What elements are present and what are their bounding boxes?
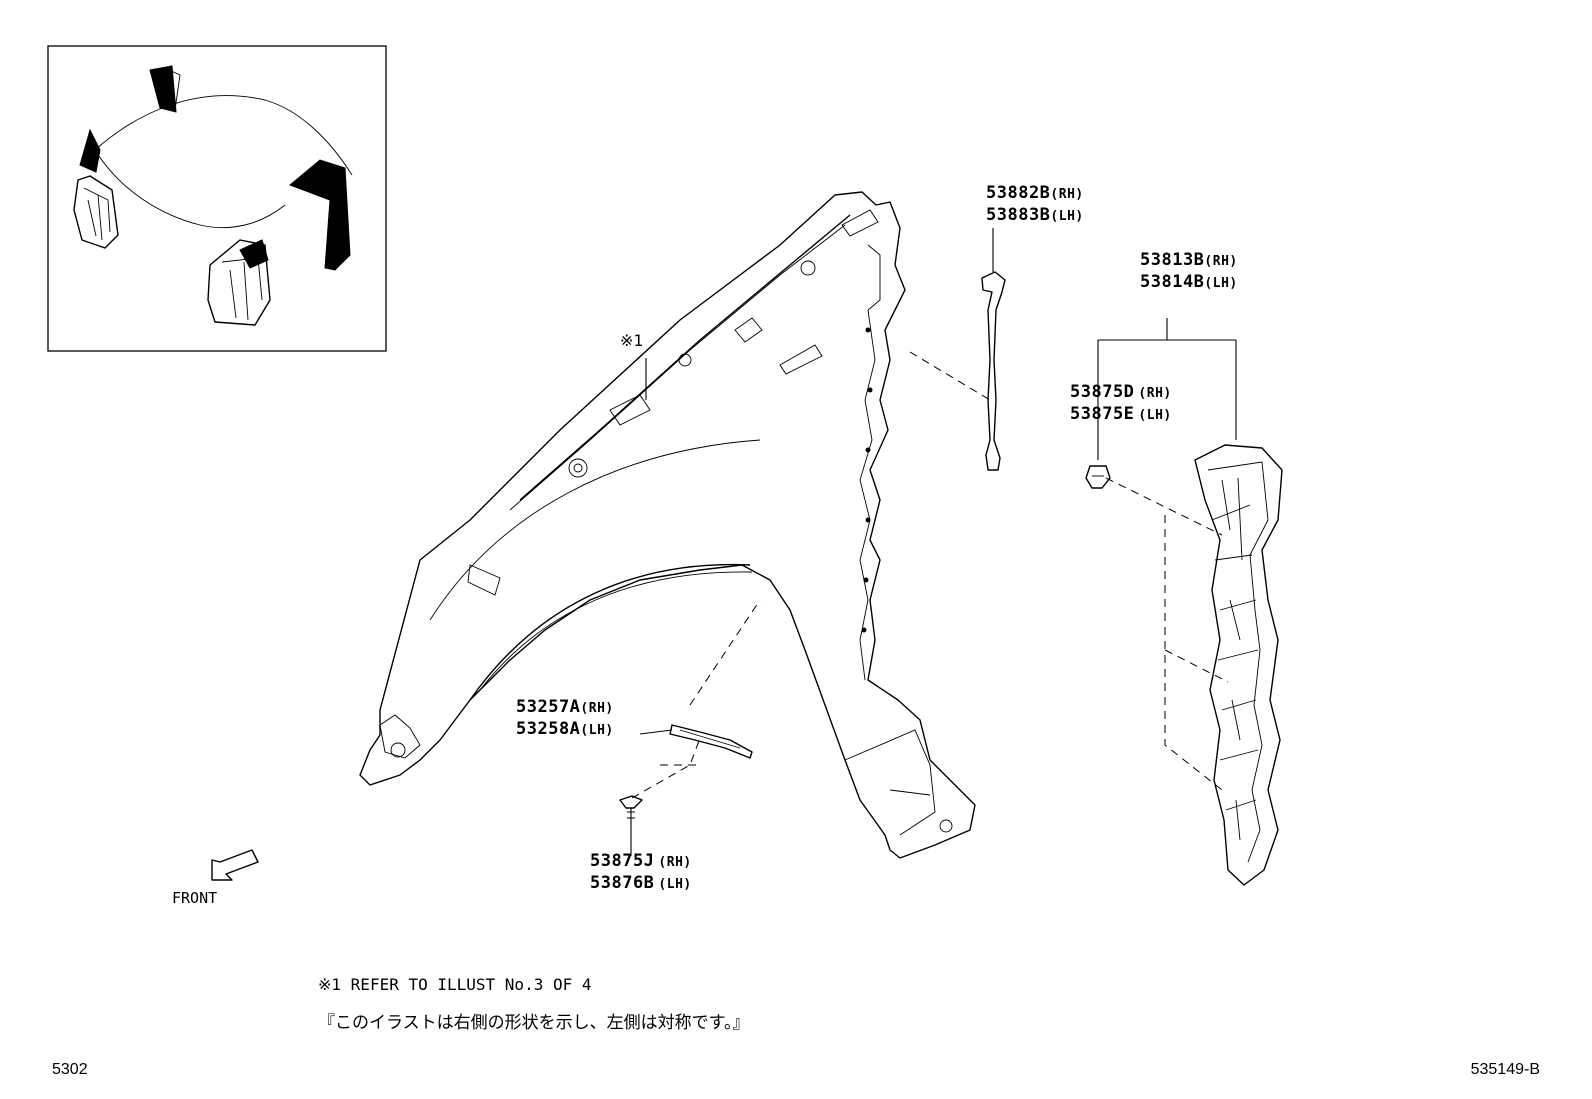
assembly-lines [631, 351, 1229, 799]
part-number-53257A: 53257A(RH) [516, 697, 614, 717]
part-number-53883B: 53883B(LH) [986, 205, 1084, 225]
seal-53813B [1194, 444, 1283, 886]
part-number-53875J: 53875J(RH) [590, 851, 692, 871]
part-number-53875E: 53875E(LH) [1070, 404, 1172, 424]
seal-strip-53882B [981, 271, 1006, 471]
seal-53257A [669, 724, 753, 759]
part-number-53814B: 53814B(LH) [1140, 272, 1238, 292]
footer-right-code: 535149-B [1471, 1061, 1540, 1078]
front-label: FRONT [172, 889, 217, 907]
overview-inset [47, 45, 387, 352]
leader-53813B [1097, 318, 1237, 460]
part-number-53813B: 53813B(RH) [1140, 250, 1238, 270]
clip-53875D [1085, 465, 1111, 489]
part-number-53258A: 53258A(LH) [516, 719, 614, 739]
part-number-53876B: 53876B(LH) [590, 873, 692, 893]
ref-mark-label: ※1 [620, 331, 643, 350]
fender-holes [390, 260, 953, 833]
footer-left-code: 5302 [52, 1061, 88, 1078]
leader-53257A [639, 729, 673, 735]
clip-53875J [619, 795, 643, 826]
front-arrow-icon [211, 849, 259, 881]
part-number-53882B: 53882B(RH) [986, 183, 1084, 203]
symmetry-note: 『このイラストは右側の形状を示し、左側は対称です。』 [318, 1013, 749, 1033]
refer-note: ※1 REFER TO ILLUST No.3 OF 4 [318, 975, 592, 994]
fender-panel [359, 191, 976, 859]
inset-vehicle-outline [73, 65, 353, 326]
part-number-53875D: 53875D(RH) [1070, 382, 1172, 402]
